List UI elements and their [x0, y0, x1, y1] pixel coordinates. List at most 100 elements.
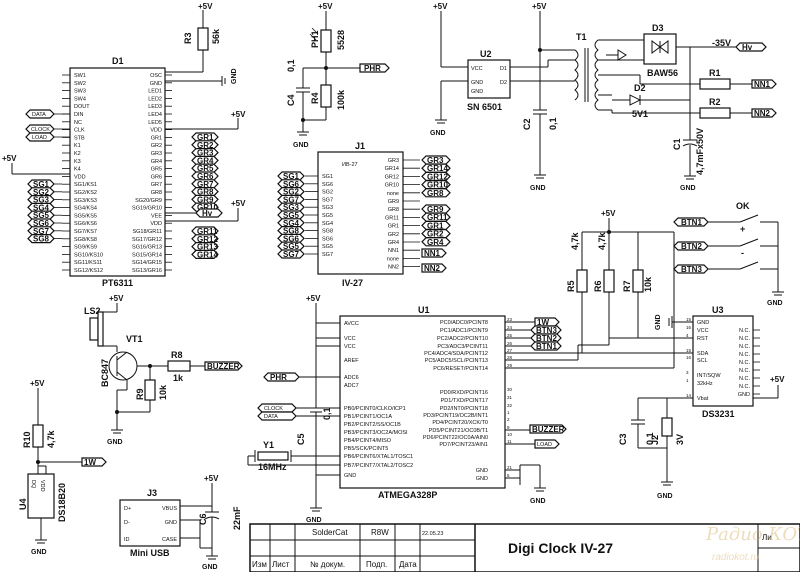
- d2-value: 5V1: [632, 109, 648, 119]
- j1-sg-label: SG3: [283, 203, 300, 212]
- d1-bus-labels: DATA CLOCK LOAD: [25, 109, 70, 142]
- u4-part: DS18B20: [57, 483, 67, 522]
- d1-gr-label: GR2: [197, 141, 214, 150]
- u3-right-pins: N.C.N.C.N.C.N.C.N.C.N.C.N.C.N.C.GND: [738, 328, 760, 398]
- u3-left-pin-num: 16: [686, 355, 692, 360]
- hv-net: Hv: [742, 43, 753, 52]
- d1-gr-label: GR7: [197, 180, 214, 189]
- u3-left-pin-num: 1: [686, 378, 689, 383]
- d1-left-pin: SW3: [74, 89, 86, 95]
- u3-part: DS3231: [702, 409, 735, 419]
- u2-gnd: GND: [430, 130, 446, 137]
- c2-ref: C2: [522, 118, 532, 130]
- c2-gnd: GND: [530, 185, 546, 192]
- d3-baw56: D3 BAW56 -35V Hv: [606, 23, 767, 100]
- d1-gr-label: GR3: [197, 149, 214, 158]
- j1-right-pins: GR3GR14GR12GR10noneGR9GR8GR11GR1GR2GR4NN…: [385, 158, 420, 271]
- btn-plus-label: +: [740, 224, 745, 234]
- d1-right-pin: LED5: [148, 120, 162, 126]
- j3-pin-vbus: VBUS: [162, 506, 177, 512]
- d1-sg-label: SG5: [33, 211, 50, 220]
- d1-gr-label: GR4: [197, 156, 214, 165]
- ph1-value: 5528: [336, 30, 346, 50]
- d1-sg-label: SG1: [33, 180, 50, 189]
- d1-vdd-label: +5V: [231, 110, 246, 119]
- u4-ref: U4: [18, 498, 28, 510]
- u1-power: +5V: [306, 294, 321, 303]
- d1-right-pin: LED3: [148, 104, 162, 110]
- j1-sg-label: SG2: [283, 188, 300, 197]
- d1-right-pin: SG20/GR9: [135, 198, 162, 204]
- u1-right-pin: PD5/PCINT21/OC0B/T1: [429, 428, 488, 434]
- r1-ref: R1: [709, 68, 721, 78]
- d1-left-pin: SG1/KS1: [74, 182, 97, 188]
- j1-left-pin: SG1: [322, 174, 333, 180]
- title-block: SolderCat R8W 22.05.23 Изм Лист № докум.…: [249, 523, 800, 572]
- j1-sg-label: SG8: [283, 227, 300, 236]
- u1-right-pin: PC3/ADC3/PCINT11: [437, 344, 488, 350]
- u3-left-pin: GND: [697, 320, 709, 326]
- buzzer-net: BUZZER: [207, 362, 240, 371]
- u3-left-pin-num: 3: [686, 370, 689, 375]
- u3-right-pin: N.C.: [739, 368, 750, 374]
- ds-pin-dq: DQ: [30, 480, 36, 489]
- u3-left-pin: SDA: [697, 351, 709, 357]
- j3-pin-case: CASE: [162, 537, 177, 543]
- j1-part: IV-27: [342, 278, 363, 288]
- u1-left-pin: AREF: [344, 358, 359, 364]
- d1-pt6311: D1 PT6311 SW1SW2SW3SW4DOUTDINNCCLKSTBK1K…: [62, 56, 172, 288]
- c1-ref: C1: [672, 138, 682, 150]
- u1-right-pin: PD6/PCINT22/OC0A/AIN0: [423, 435, 488, 441]
- j3-pin-gnd: GND: [165, 520, 177, 526]
- d1-left-pin: SG2/KS2: [74, 190, 97, 196]
- d1-left-pin: SG10/KS10: [74, 252, 103, 258]
- d1-gnd-label: GND: [231, 68, 238, 84]
- d1-left-pin: SG4/KS4: [74, 206, 97, 212]
- u1-right-pin-num: 25: [507, 333, 513, 338]
- r4-value: 100k: [336, 89, 346, 110]
- watermark-line1: Радио КОТ: [705, 524, 800, 545]
- u1-right-pin-num: 28: [507, 355, 513, 360]
- d1-left-pin: SG7/KS7: [74, 229, 97, 235]
- d1-sg-label: SG2: [33, 188, 50, 197]
- c1-capacitor: GND C1 4,7mFx50V: [672, 100, 705, 192]
- net-data: DATA: [32, 112, 46, 118]
- d1-right-pin: GR3: [151, 151, 162, 157]
- d1-right-pin: SG19/GR10: [132, 206, 162, 212]
- d1-right-pin: LED4: [148, 112, 162, 118]
- j1-iv27: J1 ИВ-27 IV-27 SG1SG6SG2SG7SG3SG5SG4SG8S…: [305, 141, 420, 288]
- d1-right-pin: GR1: [151, 135, 162, 141]
- j1-right-pin: GR12: [385, 174, 399, 180]
- d1-left-pin: SW1: [74, 73, 86, 79]
- u3-left-pin: Vbat: [697, 396, 709, 402]
- d1-left-pin: DIN: [74, 112, 84, 118]
- d1-gr-label: GR6: [197, 172, 214, 181]
- d1-left-pin: SW2: [74, 81, 86, 87]
- u1-right-pin: GND: [476, 476, 488, 482]
- minus35v-label: -35V: [712, 38, 731, 48]
- t1-ref: T1: [576, 32, 587, 42]
- u1-gnd2: GND: [530, 498, 546, 505]
- d1-left-pin: NC: [74, 120, 82, 126]
- u1-left-pin: ADC6: [344, 375, 359, 381]
- d1-sg-label: SG8: [33, 235, 50, 244]
- j1-left-pin: SG5: [322, 213, 333, 219]
- u1-atmega328p: U1 ATMEGA328P AVCCVCCVCCAREFADC6ADC7PB0/…: [257, 294, 546, 524]
- j1-right-pin: GR11: [385, 215, 399, 221]
- j1-gr-mid-label: GR9: [427, 205, 444, 214]
- u1-right-pin: PD3/PCINT19/OC2B/INT1: [423, 413, 488, 419]
- j1-left-pin: SG6: [322, 236, 333, 242]
- u3-left-pin-num: 14: [686, 393, 692, 398]
- j3-power: +5V: [204, 474, 219, 483]
- u1-right-pin: PD4/PCINT20/XCK/T0: [432, 420, 488, 426]
- d1-right-pin: SG15/GR14: [132, 252, 162, 258]
- d1-sg-label: SG4: [33, 203, 50, 212]
- d1-right-pin: SG18/GR11: [132, 229, 162, 235]
- tb-title: Digi Clock IV-27: [508, 540, 613, 556]
- j2-value: 3V: [675, 434, 685, 445]
- d1-right-pin: GR4: [151, 159, 162, 165]
- j1-sg-label: SG6: [283, 180, 300, 189]
- c1-value: 4,7mFx50V: [695, 128, 705, 175]
